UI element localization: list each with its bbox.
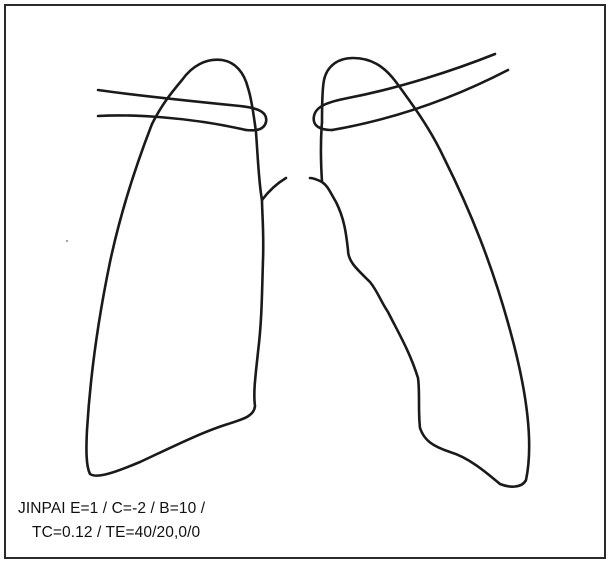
left-bronchus	[310, 178, 322, 182]
paper-speck	[66, 240, 68, 242]
right-clavicle-lower	[98, 115, 246, 130]
caption-line-2: TC=0.12 / TE=40/20,0/0	[18, 521, 205, 545]
caption-line-1: JINPAI E=1 / C=-2 / B=10 /	[18, 497, 205, 521]
right-clavicle-upper	[98, 90, 266, 130]
left-lung-outline	[321, 58, 529, 487]
right-lung-outline	[86, 60, 263, 476]
settings-caption: JINPAI E=1 / C=-2 / B=10 / TC=0.12 / TE=…	[18, 497, 205, 545]
right-bronchus	[262, 178, 286, 200]
